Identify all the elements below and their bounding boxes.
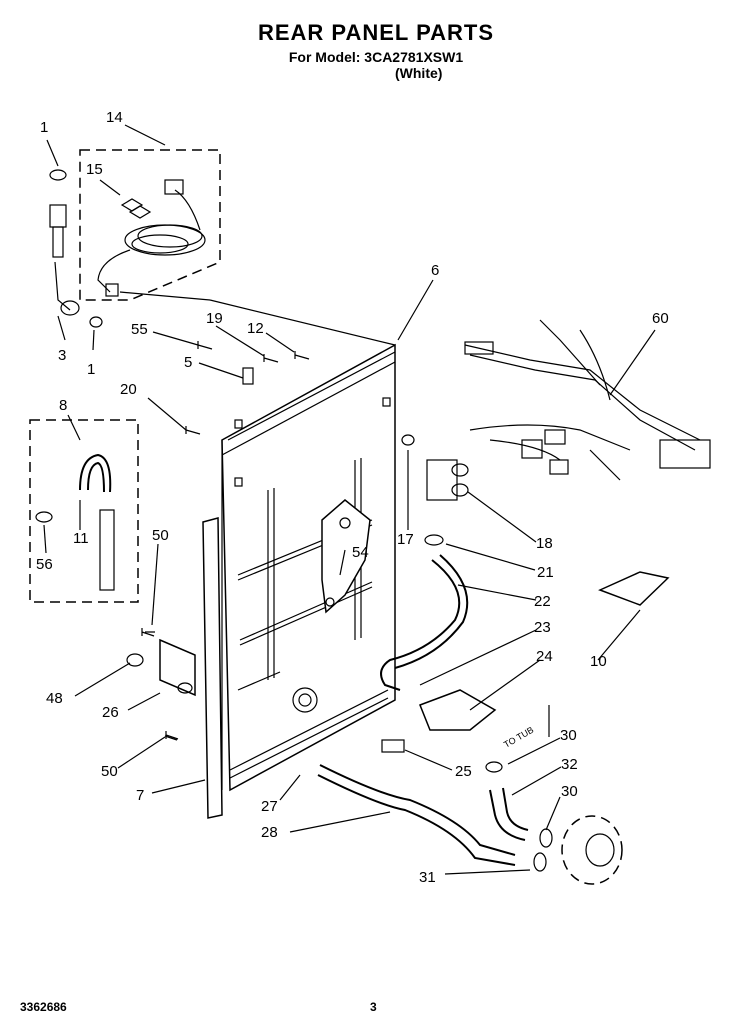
callout: 6: [431, 262, 439, 279]
callout: 3: [58, 347, 66, 364]
callout: 18: [536, 535, 553, 552]
callout: 5: [184, 354, 192, 371]
callout-labels: 1 14 15 1 3 55 19 12 6 60 5 20 8 11 56 1…: [36, 109, 669, 886]
water-valve: [401, 434, 469, 501]
callout: 30: [560, 727, 577, 744]
color-line: (White): [395, 65, 443, 81]
callout: 48: [46, 690, 63, 707]
callout: 21: [537, 564, 554, 581]
callout: 11: [73, 530, 89, 547]
wire-harness: [464, 319, 711, 481]
callout: 20: [120, 381, 137, 398]
callout: 56: [36, 556, 53, 573]
callout: 27: [261, 798, 278, 815]
callout: 15: [86, 161, 103, 178]
callout: 8: [59, 397, 67, 414]
rear-panel: [119, 291, 396, 792]
hose-part-28: [319, 764, 516, 856]
callout: 24: [536, 648, 553, 665]
hose-part-22: [380, 559, 461, 691]
callout: 26: [102, 704, 119, 721]
callout: 19: [206, 310, 223, 327]
callout: 54: [352, 544, 369, 561]
callout: 22: [534, 593, 551, 610]
callout: 31: [419, 869, 436, 886]
callout: 12: [247, 320, 264, 337]
callout: 28: [261, 824, 278, 841]
callout: 1: [87, 361, 95, 378]
leader-lines: [43, 124, 656, 875]
screws: [141, 341, 310, 740]
callout: 14: [106, 109, 123, 126]
bracket-part-54: [321, 499, 371, 614]
tray-part-24: [419, 689, 497, 731]
callout: 1: [40, 119, 48, 136]
callout: 10: [590, 653, 607, 670]
washer-part-1: [49, 169, 67, 181]
page-title: REAR PANEL PARTS: [257, 20, 495, 45]
callout: 60: [652, 310, 669, 327]
hose-part-32: [489, 789, 526, 841]
bottom-rail: [229, 689, 389, 779]
callout: 50: [152, 527, 169, 544]
clip-part-10: [598, 571, 670, 606]
pump-outline: [561, 815, 623, 885]
callout: 23: [534, 619, 551, 636]
callout: 55: [131, 321, 148, 338]
hose-bracket: [126, 631, 196, 741]
model-line: For Model: 3CA2781XSW1: [288, 49, 464, 65]
block-part-25: [381, 739, 405, 753]
power-cord-kit-box: [79, 149, 221, 301]
inlet-fitting: [49, 204, 103, 328]
to-tub-label: TO TUB: [502, 725, 535, 750]
callout: 7: [136, 787, 144, 804]
side-channel-part-7: [202, 517, 223, 819]
callout: 30: [561, 783, 578, 800]
callout: 32: [561, 756, 578, 773]
page-number: 3: [370, 1000, 377, 1014]
drain-hose-kit-box: [29, 419, 139, 603]
callout: 50: [101, 763, 118, 780]
callout: 25: [455, 763, 472, 780]
callout: 17: [397, 531, 414, 548]
document-number: 3362686: [20, 1000, 67, 1014]
